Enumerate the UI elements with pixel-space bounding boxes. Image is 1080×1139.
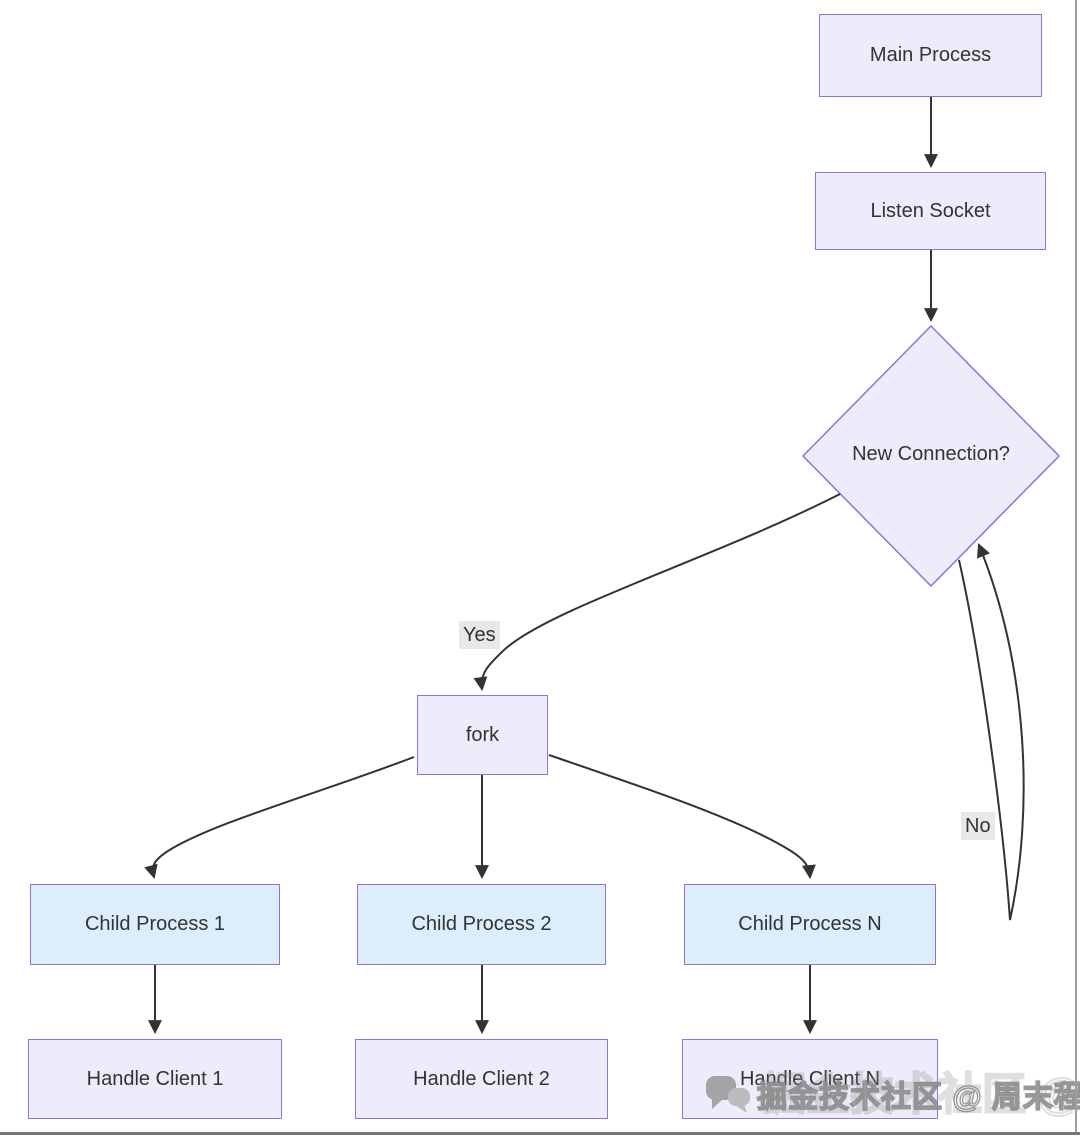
node-handle-client-1: Handle Client 1 [28,1039,282,1119]
node-label: Handle Client 2 [413,1067,550,1090]
watermark-text: 掘金技术社区 @ 周末程序猿 [756,1080,1080,1114]
node-label: Listen Socket [870,199,991,222]
edge-fork-to-child1 [144,756,415,880]
node-label: Main Process [869,44,992,66]
node-label: Handle Client N [739,1067,881,1090]
chat-bubbles-icon [706,1076,750,1113]
node-new-connection-label: New Connection? [852,443,1010,465]
node-child-process-1: Child Process 1 [30,884,280,965]
node-label: Child Process 2 [411,913,552,935]
node-main-process: Main Process [819,14,1042,97]
decision-diamond [801,324,1061,588]
node-fork: fork [417,695,548,775]
edge-decision-no-loop [958,543,1025,921]
node-label: Child Process N [738,913,882,935]
bottom-frame-line [0,1132,1080,1135]
node-child-process-2: Child Process 2 [357,884,606,965]
node-label: fork [465,723,500,746]
edge-label-yes: Yes [459,621,500,649]
watermark: 掘金技术社区 @ 周末程序猿 [704,1072,1080,1116]
node-label: Child Process 1 [84,913,226,935]
node-handle-client-2: Handle Client 2 [355,1039,608,1119]
node-label: Handle Client 1 [86,1067,224,1090]
right-frame-line [1075,0,1077,1133]
node-child-process-n: Child Process N [684,884,936,965]
node-listen-socket: Listen Socket [815,172,1046,250]
edge-decision-yes-to-fork [473,493,841,692]
edge-label-no: No [961,812,995,840]
edge-fork-to-childN [548,754,816,880]
